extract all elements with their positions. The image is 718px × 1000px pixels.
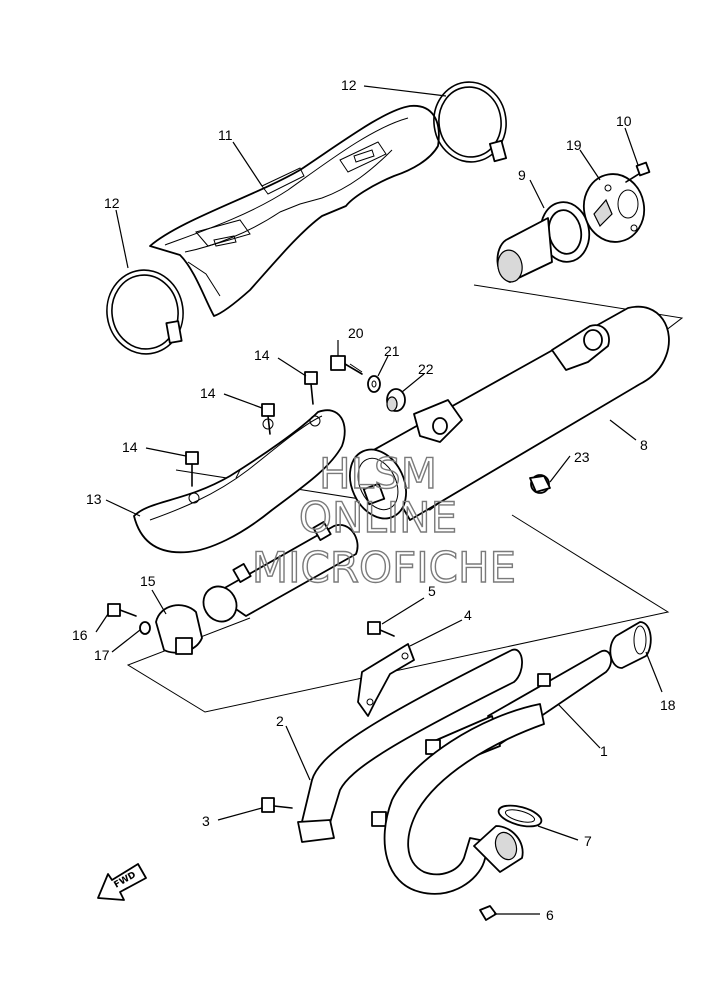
clamp-washer[interactable] [139,621,151,635]
callout-14-middle: 14 [200,385,216,401]
callout-labels: 1 2 3 4 5 6 7 8 9 10 11 12 12 13 14 14 1… [72,77,676,923]
forward-direction-marker: FWD [97,863,147,901]
watermark: HLSM ONLINE MICROFICHE [251,448,517,592]
callout-1: 1 [600,743,608,759]
exhaust-pipe-bend[interactable] [383,703,545,895]
callout-5: 5 [428,583,436,599]
callout-3: 3 [202,813,210,829]
heat-shield-cover[interactable] [149,105,440,317]
exhaust-pipe-header[interactable] [297,648,523,843]
exhaust-gasket-sleeve[interactable] [609,621,652,669]
callout-13: 13 [86,491,102,507]
muffler-body[interactable] [339,305,670,528]
bracket-bolt[interactable] [367,621,395,637]
callout-23: 23 [574,449,590,465]
muffler-bolt[interactable] [330,355,363,375]
callout-9: 9 [518,167,526,183]
heat-protector-pipe[interactable] [133,409,346,554]
watermark-line-3: MICROFICHE [252,543,516,592]
callout-20: 20 [348,325,364,341]
callout-16: 16 [72,627,88,643]
end-cap-screw[interactable] [625,161,651,183]
callout-10: 10 [616,113,632,129]
flange-nut[interactable] [479,905,497,921]
callout-4: 4 [464,607,472,623]
pipe-joint-clamp[interactable] [155,604,203,655]
protector-bolt-lower[interactable] [185,451,199,487]
watermark-line-1: HLSM [319,449,437,498]
connecting-pipe[interactable] [197,521,359,628]
muffler-end-cap[interactable] [579,169,650,246]
callout-14-upper: 14 [254,347,270,363]
exhaust-gasket[interactable] [496,802,543,831]
protector-bolt-upper[interactable] [304,371,318,405]
callout-21: 21 [384,343,400,359]
clamp-bolt[interactable] [107,603,137,617]
callout-2: 2 [276,713,284,729]
callout-12-lower: 12 [104,195,120,211]
muffler-washer[interactable] [367,375,381,393]
callout-8: 8 [640,437,648,453]
callout-12-upper: 12 [341,77,357,93]
callout-11: 11 [218,127,233,143]
callout-6: 6 [546,907,554,923]
exhaust-clamp-lower[interactable] [102,265,189,359]
callout-15: 15 [140,573,156,589]
header-bolt[interactable] [261,797,293,813]
leader-lines [95,85,663,915]
callout-22: 22 [418,361,434,377]
watermark-line-2: ONLINE [299,493,457,542]
muffler-collar[interactable] [529,474,551,494]
protector-bolt-middle[interactable] [261,403,275,435]
exhaust-bracket[interactable] [357,643,415,717]
exhaust-clamp-upper[interactable] [429,77,511,166]
exhaust-flange[interactable] [473,825,524,873]
callout-17: 17 [94,647,110,663]
callout-19: 19 [566,137,582,153]
spark-arrester[interactable] [495,198,593,284]
callout-18: 18 [660,697,676,713]
callout-7: 7 [584,833,592,849]
callout-14-lower: 14 [122,439,138,455]
muffler-grommet[interactable] [386,388,406,412]
